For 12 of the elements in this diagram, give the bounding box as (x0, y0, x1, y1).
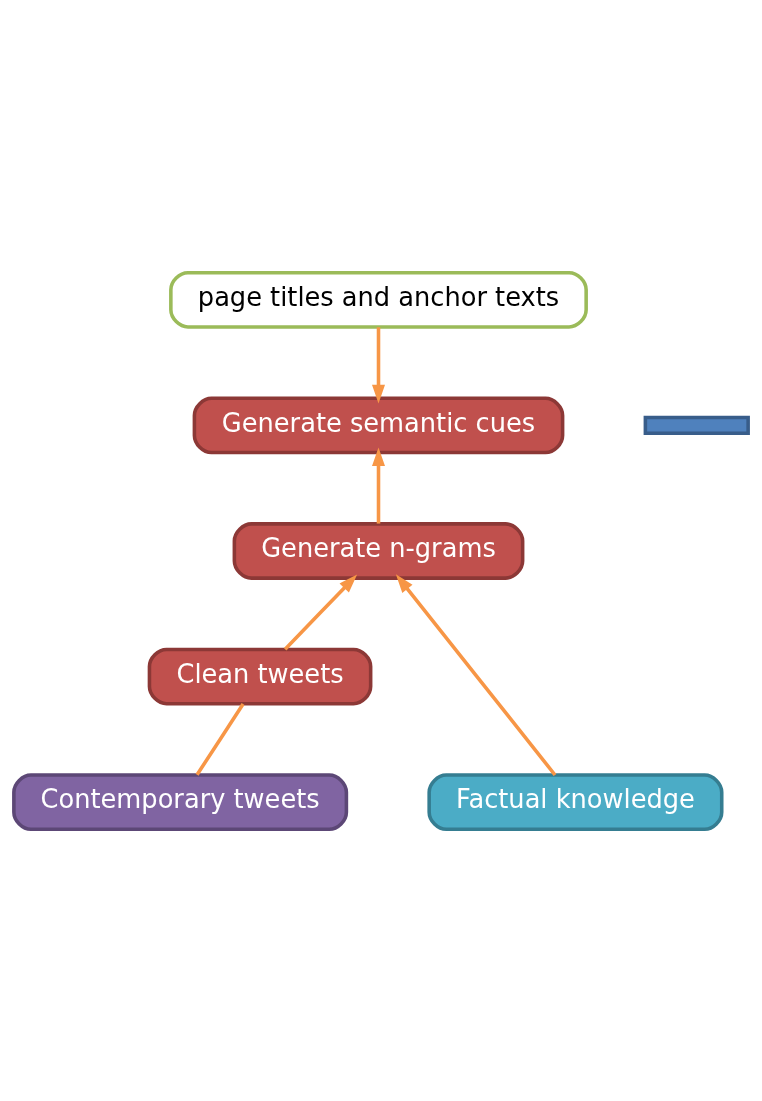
node-box: Factual knowledge (427, 772, 724, 831)
arrow (395, 573, 557, 776)
node-box: Generate n-grams (232, 521, 525, 580)
node-box: Generate semantic cues (192, 396, 565, 454)
node-box: Contemporary tweets (12, 772, 349, 831)
node-box: page titles and anchor texts (169, 270, 588, 329)
connector (195, 702, 245, 776)
node-bar (643, 415, 750, 435)
arrow (283, 574, 358, 650)
node-box: Clean tweets (147, 647, 373, 705)
arrow (372, 446, 385, 524)
arrow (372, 326, 385, 403)
